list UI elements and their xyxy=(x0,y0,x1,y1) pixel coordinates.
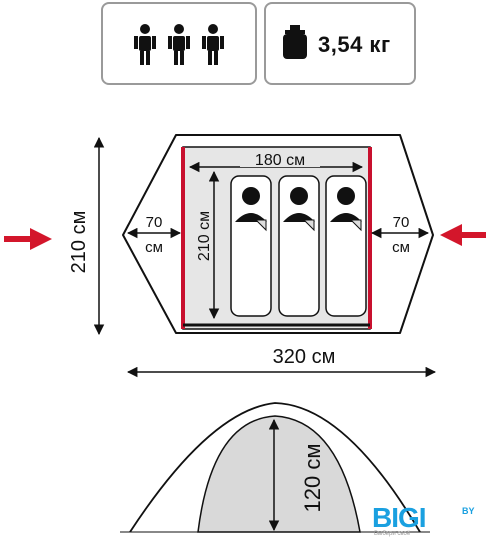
height-label: 120 см xyxy=(300,444,325,513)
weight-value: 3,54 кг xyxy=(318,32,391,57)
inner-width-label: 210 см xyxy=(196,211,213,261)
vestibule-right-unit: см xyxy=(392,239,410,256)
sleeping-bag xyxy=(278,175,320,317)
sleeping-places xyxy=(230,175,367,317)
total-length-label: 320 см xyxy=(273,346,336,368)
vestibule-right-value: 70 xyxy=(393,214,410,231)
logo-tagline: Выбери своё xyxy=(374,531,411,537)
logo-suffix: BY xyxy=(462,506,475,516)
weight-icon xyxy=(283,25,307,59)
sleeping-bag xyxy=(230,175,272,317)
weight-badge: 3,54 кг xyxy=(264,2,416,85)
bigi-logo: BIGI BY Выбери своё xyxy=(370,500,492,540)
capacity-badge xyxy=(101,2,257,85)
logo-text: BIGI xyxy=(372,502,427,533)
vestibule-left-value: 70 xyxy=(146,214,163,231)
entrance-arrow-left xyxy=(4,228,52,250)
three-persons-icon xyxy=(134,24,224,65)
vestibule-left-unit: см xyxy=(145,239,163,256)
inner-length-label: 180 см xyxy=(255,152,305,169)
entrance-arrow-right xyxy=(440,224,486,246)
total-width-label: 210 см xyxy=(68,211,90,274)
sleeping-bag xyxy=(325,175,367,317)
